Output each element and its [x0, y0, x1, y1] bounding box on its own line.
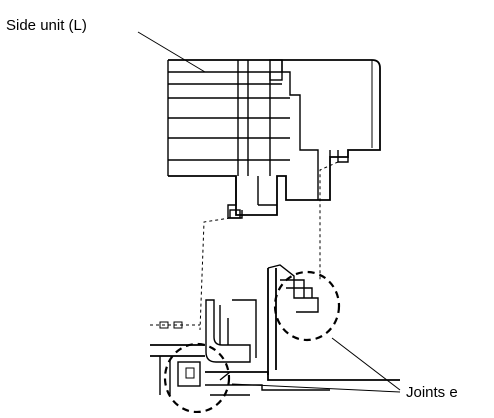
label-side-unit: Side unit (L): [6, 17, 87, 34]
alignment-guides: [150, 161, 339, 331]
side-unit-l-body: [167, 59, 381, 219]
joint-circle-right: [273, 270, 341, 342]
leader-joints-right: [331, 337, 401, 391]
leader-side-unit: [137, 31, 206, 73]
label-joints: Joints e: [406, 384, 458, 401]
joint-markers: [163, 270, 341, 414]
joint-circle-left: [163, 342, 231, 414]
leader-joints-left: [231, 383, 401, 393]
leader-lines: [137, 31, 401, 393]
base-frame: [150, 264, 400, 396]
